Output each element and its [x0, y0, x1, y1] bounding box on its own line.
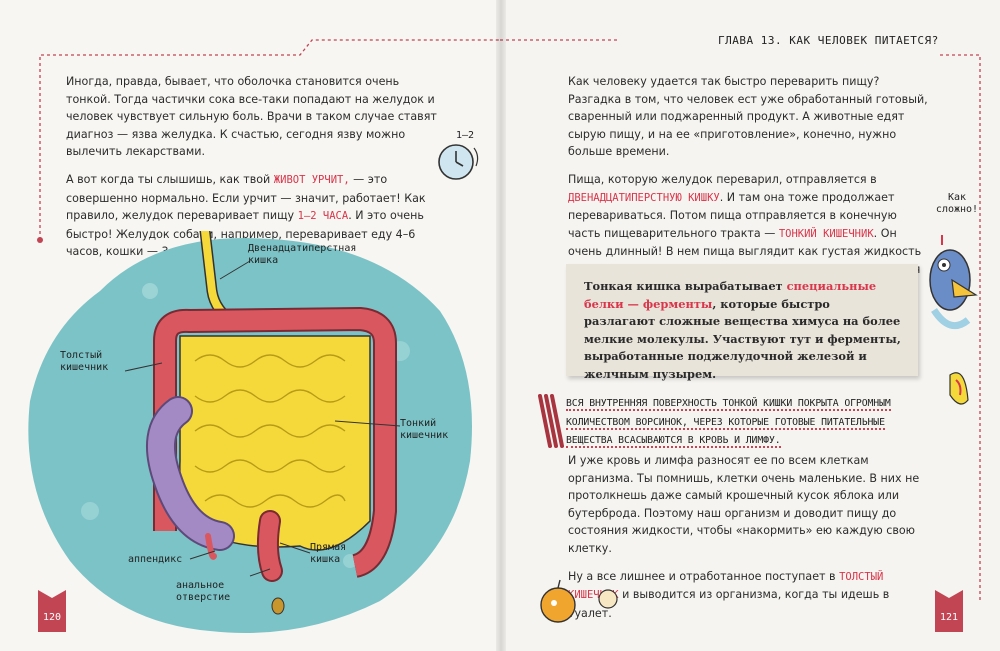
highlight-stomach-rumbles: ЖИВОТ УРЧИТ,: [273, 173, 350, 186]
left-paragraph-1: Иногда, правда, бывает, что оболочка ста…: [66, 75, 437, 159]
clock-icon: [438, 144, 479, 180]
callout-text: Тонкая кишка вырабатывает специальные бе…: [584, 279, 901, 381]
apple-icon: [540, 579, 618, 623]
intestine-illustration: [28, 231, 472, 633]
bird-icon: [929, 235, 978, 405]
callout-highlight: специальные белки — ферменты: [584, 279, 877, 311]
dashed-border-left: [37, 39, 500, 243]
label-anus: анальное отверстие: [176, 580, 231, 603]
page-number-right: 121: [935, 590, 963, 632]
right-paragraph-4: Ну а все лишнее и отработанное поступает…: [568, 569, 890, 620]
chapter-title: ГЛАВА 13. КАК ЧЕЛОВЕК ПИТАЕТСЯ?: [718, 34, 939, 47]
label-small-intestine: Тонкий кишечник: [400, 418, 449, 441]
highlight-small-intestine: ТОНКИЙ КИШЕЧНИК: [778, 227, 874, 240]
fact-text: ВСЯ ВНУТРЕННЯЯ ПОВЕРХНОСТЬ ТОНКОЙ КИШКИ …: [566, 398, 891, 449]
label-large-intestine: Толстый кишечник: [60, 350, 109, 373]
dashed-border-right: [500, 39, 981, 600]
label-rectum: Прямая кишка: [310, 542, 347, 565]
right-paragraph-3: И уже кровь и лимфа разносят ее по всем …: [568, 454, 920, 555]
left-page: Иногда, правда, бывает, что оболочка ста…: [28, 39, 500, 633]
highlight-duodenum: ДВЕНАДЦАТИПЕРСТНУЮ КИШКУ: [568, 191, 720, 204]
highlight-digestion-time: 1–2 ЧАСА: [297, 210, 349, 223]
villi-icon: [538, 394, 564, 448]
label-duodenum: Двенадцатиперстная кишка: [248, 243, 357, 266]
right-text-bottom: И уже кровь и лимфа разносят ее по всем …: [568, 452, 930, 632]
page-number-left: 120: [38, 590, 66, 632]
book-spine: [496, 0, 506, 651]
clock-label: 1–2: [456, 130, 475, 141]
callout-box: [566, 264, 918, 376]
right-paragraph-1: Как человеку удается так быстро перевари…: [568, 75, 928, 159]
label-appendix: аппендикс: [128, 554, 183, 565]
bird-speech: Как сложно!: [935, 192, 979, 215]
